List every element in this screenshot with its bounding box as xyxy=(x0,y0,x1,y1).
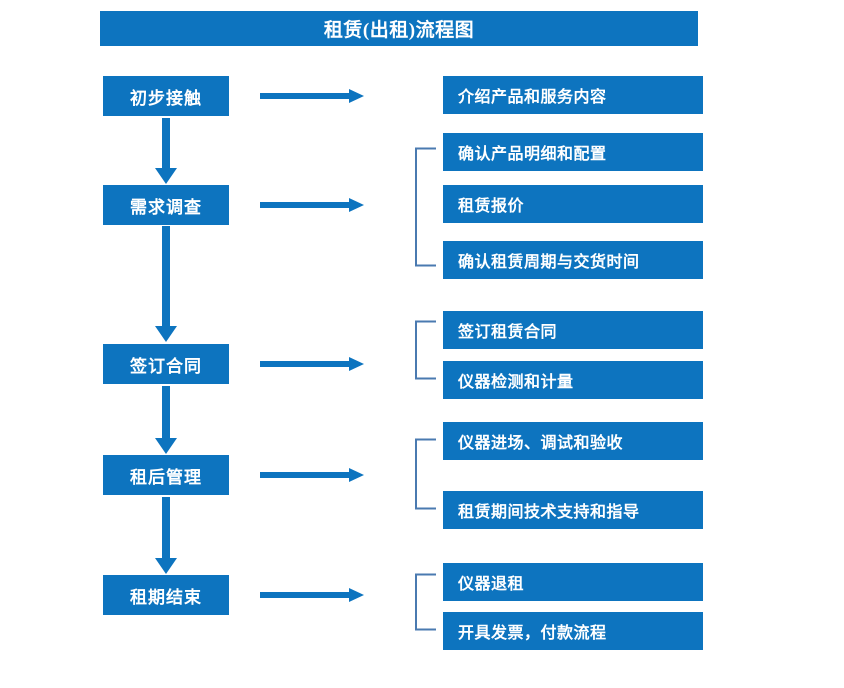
detail-label: 仪器检测和计量 xyxy=(458,374,574,391)
arrow-down-icon-1 xyxy=(149,118,183,184)
detail-box-租赁期间技术支持和指导[interactable]: 租赁期间技术支持和指导 xyxy=(443,491,703,529)
detail-label: 租赁期间技术支持和指导 xyxy=(458,504,640,521)
detail-label: 仪器进场、调试和验收 xyxy=(458,435,624,452)
detail-box-确认产品明细和配置[interactable]: 确认产品明细和配置 xyxy=(443,133,703,171)
detail-box-仪器检测和计量[interactable]: 仪器检测和计量 xyxy=(443,361,703,399)
detail-label: 开具发票，付款流程 xyxy=(458,625,607,642)
detail-box-介绍产品和服务内容[interactable]: 介绍产品和服务内容 xyxy=(443,76,703,114)
detail-label: 确认租赁周期与交货时间 xyxy=(458,254,640,271)
detail-box-租赁报价[interactable]: 租赁报价 xyxy=(443,185,703,223)
stage-box-初步接触[interactable]: 初步接触 xyxy=(103,76,229,116)
arrow-right-icon-5 xyxy=(260,582,364,608)
detail-label: 签订租赁合同 xyxy=(458,324,558,341)
detail-box-确认租赁周期与交货时间[interactable]: 确认租赁周期与交货时间 xyxy=(443,241,703,279)
group-bracket-2 xyxy=(414,320,436,380)
stage-box-租期结束[interactable]: 租期结束 xyxy=(103,575,229,615)
detail-label: 租赁报价 xyxy=(458,198,525,215)
detail-box-仪器进场调试和验收[interactable]: 仪器进场、调试和验收 xyxy=(443,422,703,460)
arrow-right-icon-2 xyxy=(260,192,364,218)
stage-label: 租期结束 xyxy=(130,587,202,607)
arrow-down-icon-2 xyxy=(149,226,183,342)
arrow-down-icon-4 xyxy=(149,497,183,574)
detail-label: 仪器退租 xyxy=(458,576,525,593)
group-bracket-1 xyxy=(414,147,436,267)
diagram-title: 租赁(出租)流程图 xyxy=(100,11,698,46)
stage-box-租后管理[interactable]: 租后管理 xyxy=(103,455,229,495)
stage-box-需求调查[interactable]: 需求调查 xyxy=(103,185,229,225)
arrow-down-icon-3 xyxy=(149,386,183,454)
stage-label: 初步接触 xyxy=(130,88,202,108)
stage-label: 签订合同 xyxy=(130,356,202,376)
detail-label: 确认产品明细和配置 xyxy=(458,146,607,163)
stage-label: 租后管理 xyxy=(130,467,202,487)
arrow-right-icon-1 xyxy=(260,83,364,109)
group-bracket-3 xyxy=(414,438,436,510)
stage-box-签订合同[interactable]: 签订合同 xyxy=(103,344,229,384)
group-bracket-4 xyxy=(414,573,436,631)
detail-box-签订租赁合同[interactable]: 签订租赁合同 xyxy=(443,311,703,349)
detail-label: 介绍产品和服务内容 xyxy=(458,89,607,106)
arrow-right-icon-3 xyxy=(260,351,364,377)
stage-label: 需求调查 xyxy=(130,197,202,217)
detail-box-开具发票付款流程[interactable]: 开具发票，付款流程 xyxy=(443,612,703,650)
detail-box-仪器退租[interactable]: 仪器退租 xyxy=(443,563,703,601)
arrow-right-icon-4 xyxy=(260,462,364,488)
